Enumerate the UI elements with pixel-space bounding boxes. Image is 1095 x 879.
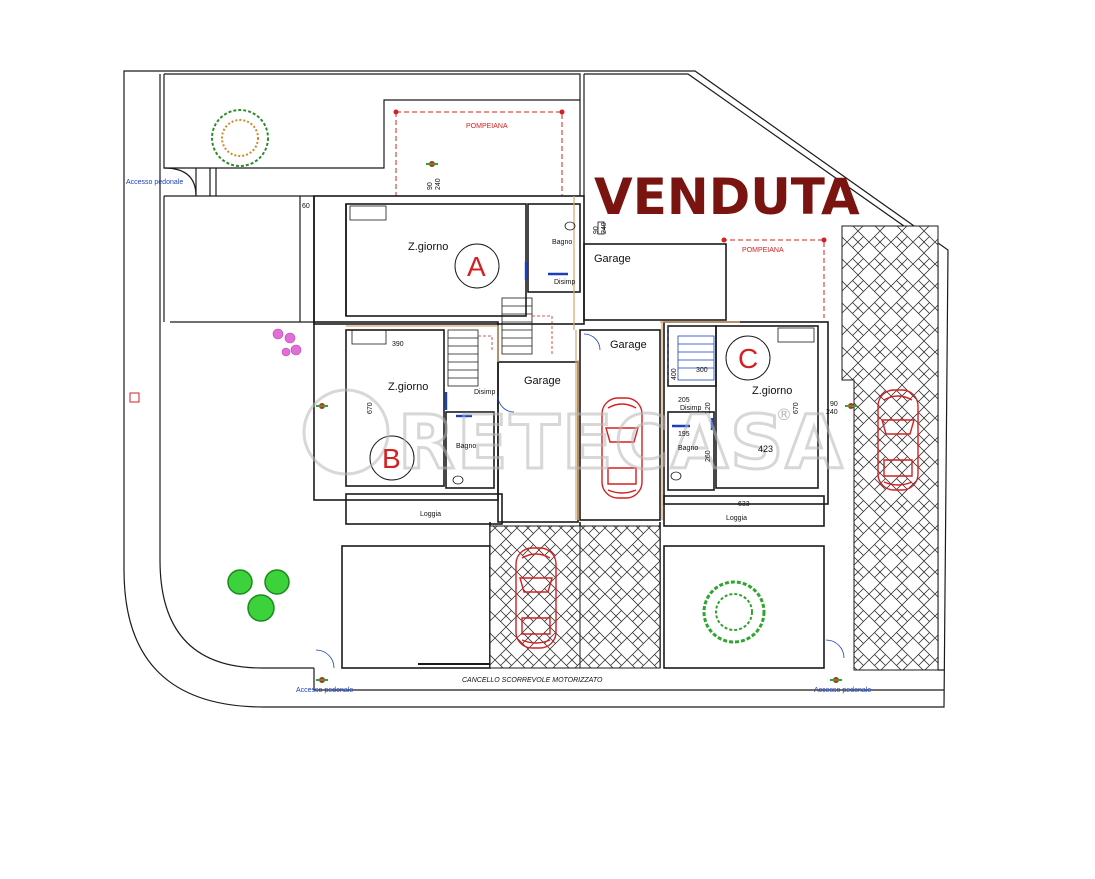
watermark: RETECASA ® bbox=[302, 388, 845, 488]
access-label-east: Accesso pedonale bbox=[814, 687, 871, 694]
room-a-bath: Bagno bbox=[552, 239, 572, 246]
doors bbox=[444, 262, 714, 430]
dim-a-240: 240 bbox=[435, 178, 442, 190]
dim-c-90: 90 bbox=[830, 401, 838, 408]
fixtures bbox=[349, 205, 815, 485]
room-b-living: Z.giorno bbox=[388, 381, 428, 393]
partitions bbox=[346, 196, 740, 520]
room-c-hall: Disimp bbox=[680, 405, 701, 412]
dim-120: 120 bbox=[705, 402, 712, 414]
room-garage-left: Garage bbox=[524, 375, 561, 387]
room-c-loggia: Loggia bbox=[726, 515, 747, 522]
pompeiana-a-label: POMPEIANA bbox=[466, 123, 508, 130]
dim-423: 423 bbox=[758, 444, 773, 454]
dim-300: 300 bbox=[696, 367, 708, 374]
dim-400: 400 bbox=[671, 368, 678, 380]
entry-marker-icon bbox=[129, 161, 857, 683]
dim-60: 60 bbox=[302, 203, 310, 210]
watermark-mark: ® bbox=[776, 405, 792, 424]
room-garage-right: Garage bbox=[610, 339, 647, 351]
status-stamp: VENDUTA bbox=[594, 168, 860, 226]
room-c-living: Z.giorno bbox=[752, 385, 792, 397]
lot-boundary bbox=[123, 70, 949, 708]
access-label-west: Accesso pedonale bbox=[126, 179, 183, 186]
dim-c-670: 670 bbox=[793, 402, 800, 414]
unit-markers bbox=[369, 243, 771, 481]
room-b-loggia: Loggia bbox=[420, 511, 441, 518]
tree-icon bbox=[211, 109, 766, 644]
pompeiana-posts bbox=[393, 109, 827, 243]
door-swings bbox=[315, 333, 845, 669]
dim-garage-240: 240 bbox=[601, 222, 608, 234]
room-b-bath: Bagno bbox=[456, 443, 476, 450]
dim-c-240: 240 bbox=[826, 409, 838, 416]
dim-a-90: 90 bbox=[427, 182, 434, 190]
paved-areas bbox=[489, 225, 939, 671]
pompeiana-c-label: POMPEIANA bbox=[742, 247, 784, 254]
room-a-hall: Disimp bbox=[554, 279, 575, 286]
unit-b-label: B bbox=[382, 443, 401, 474]
dim-195: 195 bbox=[678, 431, 690, 438]
dim-garage-90: 90 bbox=[593, 226, 600, 234]
dim-260: 260 bbox=[705, 450, 712, 462]
flower-icon bbox=[272, 328, 302, 357]
car-icon bbox=[515, 389, 919, 649]
access-label-south: Accesso pedonale bbox=[296, 687, 353, 694]
room-c-bath: Bagno bbox=[678, 445, 698, 452]
dim-b-670: 670 bbox=[367, 402, 374, 414]
room-b-hall: Disimp bbox=[474, 389, 495, 396]
pompeiana-frames bbox=[395, 111, 825, 318]
unit-c-label: C bbox=[738, 343, 758, 374]
room-upper-garage: Garage bbox=[594, 253, 631, 265]
gate-label: CANCELLO SCORREVOLE MOTORIZZATO bbox=[462, 677, 603, 684]
room-a-living: Z.giorno bbox=[408, 241, 448, 253]
watermark-text: RETECASA bbox=[398, 400, 845, 486]
dim-390: 390 bbox=[392, 341, 404, 348]
dim-633: 633 bbox=[738, 501, 750, 508]
unit-a-label: A bbox=[467, 251, 486, 282]
dim-205: 205 bbox=[678, 397, 690, 404]
stairs bbox=[447, 297, 715, 387]
